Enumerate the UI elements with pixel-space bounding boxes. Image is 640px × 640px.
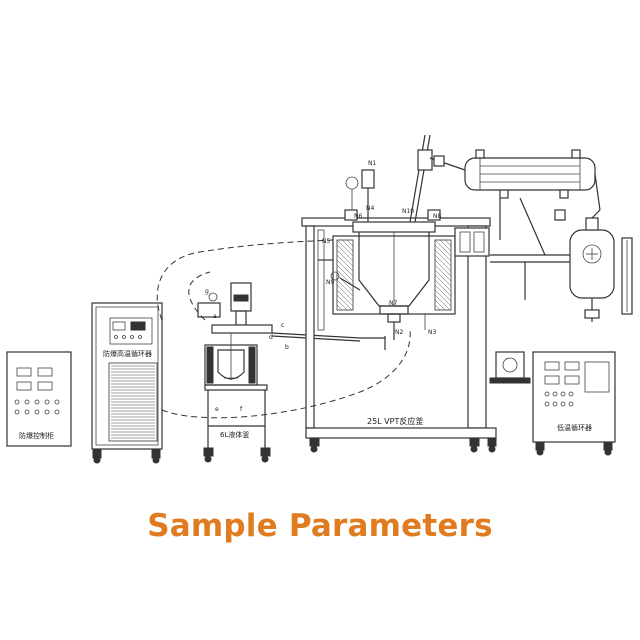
receiver-flask [490,209,633,322]
label-n7: N7 [389,300,397,307]
condenser [429,149,601,256]
control-cabinet-label: 防爆控制柜 [19,431,54,440]
equipment-diagram: 防爆控制柜 防爆高温循环器 [6,134,633,464]
control-cabinet: 防爆控制柜 [6,351,72,447]
label-n6: N6 [354,213,362,220]
label-n8: N8 [433,213,441,220]
label-n3: N3 [428,329,436,336]
label-e: e [215,406,219,413]
circulator-unit: 防爆高温循环器 [91,302,163,464]
reactor-25l-label: 25L VPT反应釜 [367,416,423,426]
reactor-25l: N1 N4 N5 N6 N7 N8 N9 N10 N2 N3 25L VPT反应… [301,134,497,453]
caption-title: Sample Parameters [147,508,493,544]
label-b: b [285,344,289,351]
hose-loop [188,271,211,321]
label-c: c [281,322,284,329]
tank-6l-label: 6L液体釜 [220,430,249,439]
circulator-label: 防爆高温循环器 [103,349,152,358]
chiller-label: 低温循环器 [557,423,592,432]
label-n5: N5 [322,238,330,245]
label-d: d [269,334,273,341]
label-a: a [213,313,217,320]
label-n10: N10 [402,208,414,215]
hose-circulator-return [161,329,411,419]
vacuum-pump [489,351,531,384]
label-f: f [240,406,243,413]
chiller-unit: 低温循环器 [532,351,616,456]
vessel-6l: a b c d e f g 6L液体釜 [197,282,289,463]
label-n2: N2 [395,329,403,336]
label-n1: N1 [368,160,376,167]
label-n4: N4 [366,205,374,212]
label-n9: N9 [326,279,334,286]
label-g: g [205,288,209,295]
hose-circulator-to-reactor [156,239,334,321]
